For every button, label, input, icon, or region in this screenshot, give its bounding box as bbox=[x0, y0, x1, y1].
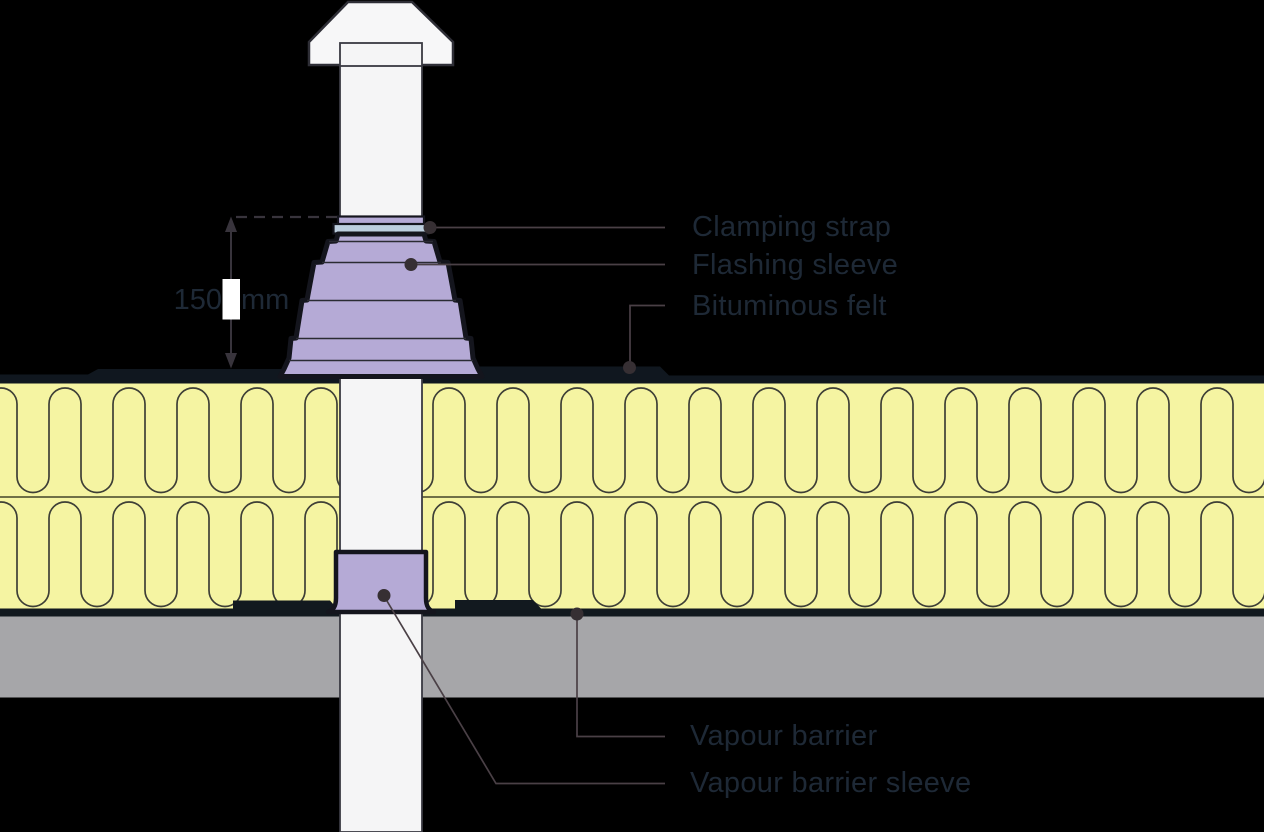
insulation-layer-1-pattern bbox=[0, 383, 1264, 497]
vapour-barrier-overlap-left bbox=[233, 600, 337, 609]
leader-dot-flashing-sleeve bbox=[404, 258, 418, 271]
label-clamping-strap: Clamping strap bbox=[692, 211, 892, 243]
dimension-unit: mm bbox=[241, 284, 290, 316]
pipe-top-section bbox=[339, 42, 423, 67]
leader-vapour-barrier-sleeve bbox=[383, 595, 665, 785]
vapour-barrier-sleeve-block bbox=[325, 549, 437, 615]
leader-vapour-barrier bbox=[576, 619, 665, 738]
label-vapour-barrier-sleeve: Vapour barrier sleeve bbox=[690, 767, 972, 799]
dimension-arrowhead-top bbox=[225, 216, 237, 232]
pipe bbox=[339, 42, 423, 832]
label-bituminous-felt: Bituminous felt bbox=[692, 290, 887, 322]
vapour-barrier-band bbox=[0, 608, 1264, 617]
dimension-value: 150 bbox=[173, 284, 222, 316]
leader-dot-vapour-barrier-sleeve bbox=[377, 589, 391, 602]
label-flashing-sleeve: Flashing sleeve bbox=[692, 249, 898, 281]
flashing-sleeve-tier-lines bbox=[289, 240, 473, 362]
leader-dots bbox=[377, 221, 636, 621]
leader-bituminous-felt bbox=[629, 304, 665, 363]
leader-dot-vapour-barrier bbox=[570, 607, 584, 621]
label-vapour-barrier: Vapour barrier bbox=[690, 720, 878, 752]
leader-lines bbox=[383, 226, 665, 785]
leader-dot-clamping-strap bbox=[423, 221, 437, 234]
insulation-layer-2-pattern bbox=[0, 497, 1264, 610]
leader-dot-bituminous-felt bbox=[623, 361, 636, 374]
roof-deck bbox=[0, 616, 1264, 698]
dimension-text-mask bbox=[222, 279, 240, 320]
vapour-barrier-overlap-right bbox=[455, 600, 541, 609]
dimension-arrowhead-bottom bbox=[225, 353, 237, 369]
